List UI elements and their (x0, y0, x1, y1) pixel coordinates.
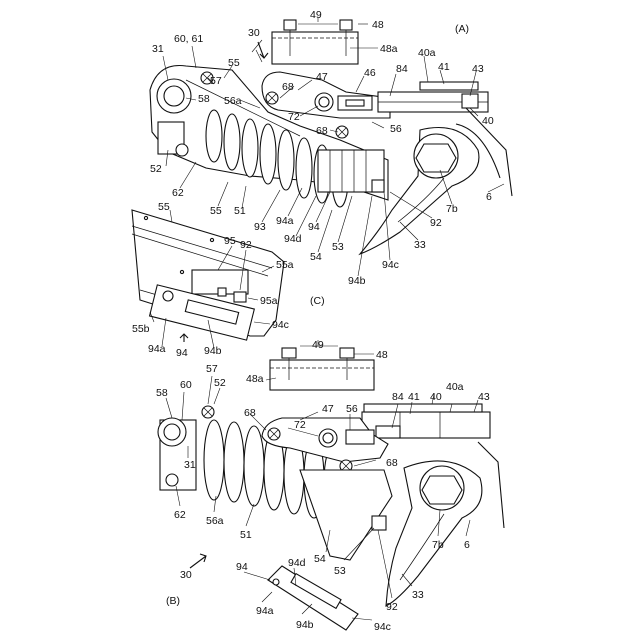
arrow-30-a (258, 42, 268, 58)
c-label-55: 55 (158, 201, 170, 213)
c-label-55b: 55b (132, 323, 150, 335)
label-68b: 68 (316, 125, 328, 137)
label-43: 43 (472, 63, 484, 75)
c-label-95: 95 (224, 235, 236, 247)
c-label-94b: 94b (204, 345, 222, 357)
label-93: 93 (254, 221, 266, 233)
caption-b: (B) (166, 595, 180, 607)
label-94d: 94d (284, 233, 302, 245)
b-label-94a: 94a (256, 605, 274, 617)
label-7b: 7b (446, 203, 458, 215)
b-label-68: 68 (244, 407, 256, 419)
b-label-49: 49 (312, 339, 324, 351)
label-52: 52 (150, 163, 162, 175)
label-57: 57 (210, 75, 222, 87)
b-label-51: 51 (240, 529, 252, 541)
c-label-94c: 94c (272, 319, 289, 331)
label-56: 56 (390, 123, 402, 135)
label-48a: 48a (380, 43, 398, 55)
b-label-94d: 94d (288, 557, 306, 569)
label-56a: 56a (224, 95, 242, 107)
label-41: 41 (438, 61, 450, 73)
label-92: 92 (430, 217, 442, 229)
b-label-94: 94 (236, 561, 248, 573)
b-label-48: 48 (376, 349, 388, 361)
b-label-6: 6 (464, 539, 470, 551)
label-94: 94 (308, 221, 320, 233)
b-label-72: 72 (294, 419, 306, 431)
c-label-55a: 55a (276, 259, 294, 271)
label-94c: 94c (382, 259, 399, 271)
block-48 (272, 20, 358, 64)
caption-a: (A) (455, 23, 469, 35)
label-40a: 40a (418, 47, 436, 59)
bracket-hole (176, 144, 188, 156)
hex-nut-7b-b (420, 466, 464, 510)
c-label-92: 92 (240, 239, 252, 251)
b-label-30: 30 (180, 569, 192, 581)
b-label-58: 58 (156, 387, 168, 399)
label-62: 62 (172, 187, 184, 199)
arrow-94-c (180, 334, 188, 342)
b-label-41: 41 (408, 391, 420, 403)
label-46: 46 (364, 67, 376, 79)
b-label-7b: 7b (432, 539, 444, 551)
view-b: (B) 49 48 48a 57 84 41 40a 40 43 58 60 5… (156, 339, 504, 633)
b-label-48a: 48a (246, 373, 264, 385)
label-94b: 94b (348, 275, 366, 287)
label-31: 31 (152, 43, 164, 55)
view-c: (C) 55 95 92 55a 95a 55b 94c 94a 94 94b (132, 201, 325, 359)
label-40: 40 (482, 115, 494, 127)
arrow-30-b (190, 554, 206, 568)
label-72: 72 (288, 111, 300, 123)
b-label-62: 62 (174, 509, 186, 521)
b-label-84: 84 (392, 391, 404, 403)
b-label-40a: 40a (446, 381, 464, 393)
label-58: 58 (198, 93, 210, 105)
label-55b: 55 (210, 205, 222, 217)
caption-c: (C) (310, 295, 325, 307)
b-label-60: 60 (180, 379, 192, 391)
b-label-43: 43 (478, 391, 490, 403)
b-label-56: 56 (346, 403, 358, 415)
c-label-95a: 95a (260, 295, 278, 307)
label-53: 53 (332, 241, 344, 253)
b-label-33: 33 (412, 589, 424, 601)
b-label-92: 92 (386, 601, 398, 613)
b-label-31: 31 (184, 459, 196, 471)
b-label-54: 54 (314, 553, 326, 565)
label-30: 30 (248, 27, 260, 39)
rail-40 (378, 82, 488, 112)
b-label-53: 53 (334, 565, 346, 577)
label-94a: 94a (276, 215, 294, 227)
rail-40-b (362, 404, 490, 438)
b-label-94b: 94b (296, 619, 314, 631)
b-label-56a: 56a (206, 515, 224, 527)
b-label-47: 47 (322, 403, 334, 415)
fins-53 (318, 150, 384, 192)
label-55: 55 (228, 57, 240, 69)
label-68: 68 (282, 81, 294, 93)
b-label-68b: 68 (386, 457, 398, 469)
label-51: 51 (234, 205, 246, 217)
label-6: 6 (486, 191, 492, 203)
b-label-52: 52 (214, 377, 226, 389)
label-54: 54 (310, 251, 322, 263)
b-label-94c: 94c (374, 621, 391, 633)
label-84: 84 (396, 63, 408, 75)
label-60-61: 60, 61 (174, 33, 203, 45)
c-label-94a: 94a (148, 343, 166, 355)
label-47: 47 (316, 71, 328, 83)
b-label-40: 40 (430, 391, 442, 403)
c-label-94: 94 (176, 347, 188, 359)
hex-nut-7b (414, 134, 458, 178)
label-49: 49 (310, 9, 322, 21)
label-33: 33 (414, 239, 426, 251)
b-label-57: 57 (206, 363, 218, 375)
label-48: 48 (372, 19, 384, 31)
